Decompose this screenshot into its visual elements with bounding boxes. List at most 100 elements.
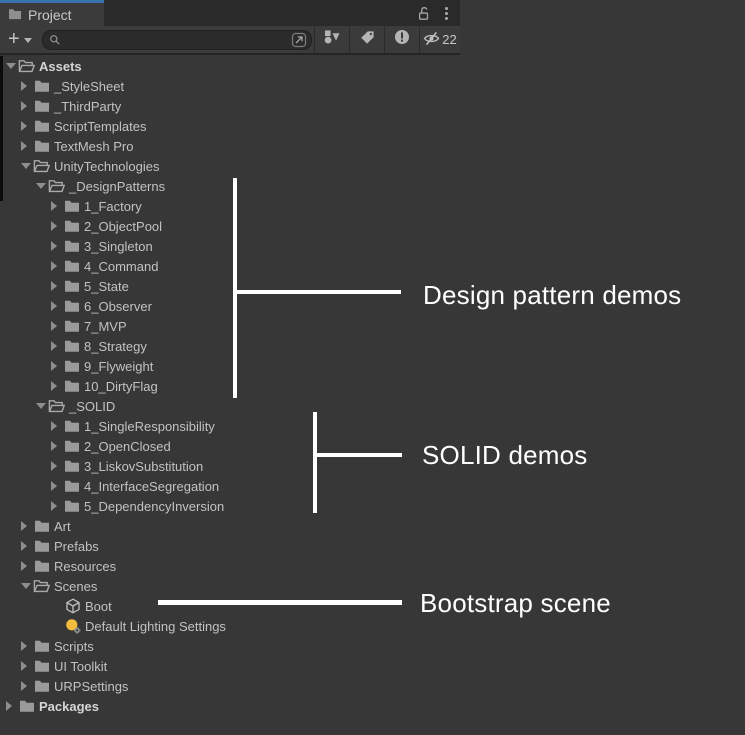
panel-left-edge	[0, 56, 3, 201]
tree-item-label: URPSettings	[54, 678, 129, 694]
tree-item-8-strategy[interactable]: 8_Strategy	[0, 336, 460, 356]
tree-item--thirdparty[interactable]: _ThirdParty	[0, 96, 460, 116]
tree-item-4-command[interactable]: 4_Command	[0, 256, 460, 276]
expand-arrow-icon[interactable]	[51, 321, 63, 331]
tree-item-3-singleton[interactable]: 3_Singleton	[0, 236, 460, 256]
expand-arrow-icon[interactable]	[21, 141, 33, 151]
expand-arrow-icon[interactable]	[21, 541, 33, 551]
tree-item--solid[interactable]: _SOLID	[0, 396, 460, 416]
tree-item-label: _StyleSheet	[54, 78, 125, 94]
expand-arrow-icon[interactable]	[21, 681, 33, 691]
unlock-icon[interactable]	[417, 6, 431, 21]
collapse-arrow-icon[interactable]	[21, 163, 33, 169]
tree-item-ui-toolkit[interactable]: UI Toolkit	[0, 656, 460, 676]
tree-item-1-singleresponsibility[interactable]: 1_SingleResponsibility	[0, 416, 460, 436]
tree-item-label: 6_Observer	[84, 298, 152, 314]
expand-arrow-icon[interactable]	[21, 121, 33, 131]
expand-arrow-icon[interactable]	[51, 361, 63, 371]
search-field[interactable]	[41, 29, 312, 50]
tree-item-label: UnityTechnologies	[54, 158, 160, 174]
tree-item-2-objectpool[interactable]: 2_ObjectPool	[0, 216, 460, 236]
tree-item-6-observer[interactable]: 6_Observer	[0, 296, 460, 316]
expand-arrow-icon[interactable]	[51, 441, 63, 451]
expand-arrow-icon[interactable]	[51, 221, 63, 231]
tree-item-boot[interactable]: Boot	[0, 596, 460, 616]
expand-arrow-icon[interactable]	[51, 461, 63, 471]
tree-item-1-factory[interactable]: 1_Factory	[0, 196, 460, 216]
tree-item-scripts[interactable]: Scripts	[0, 636, 460, 656]
expand-arrow-icon[interactable]	[51, 341, 63, 351]
tree-item-prefabs[interactable]: Prefabs	[0, 536, 460, 556]
kebab-menu-icon[interactable]	[441, 5, 452, 22]
collapse-arrow-icon[interactable]	[36, 183, 48, 189]
expand-arrow-icon[interactable]	[21, 521, 33, 531]
folder-icon	[63, 418, 80, 434]
tree-item-scripttemplates[interactable]: ScriptTemplates	[0, 116, 460, 136]
tree-item-label: Assets	[39, 58, 82, 74]
expand-arrow-icon[interactable]	[21, 81, 33, 91]
tree-item-5-state[interactable]: 5_State	[0, 276, 460, 296]
tree-item-2-openclosed[interactable]: 2_OpenClosed	[0, 436, 460, 456]
tree-item-label: 1_SingleResponsibility	[84, 418, 215, 434]
expand-arrow-icon[interactable]	[21, 641, 33, 651]
hidden-packages-toggle[interactable]: 22	[419, 26, 460, 53]
tree-item-9-flyweight[interactable]: 9_Flyweight	[0, 356, 460, 376]
search-by-import-log-button[interactable]	[384, 26, 419, 53]
tree-item-label: Scenes	[54, 578, 98, 594]
tree-item-label: 10_DirtyFlag	[84, 378, 158, 394]
open-search-icon[interactable]	[291, 32, 307, 48]
tree-item-3-liskovsubstitution[interactable]: 3_LiskovSubstitution	[0, 456, 460, 476]
tree-item-scenes[interactable]: Scenes	[0, 576, 460, 596]
expand-arrow-icon[interactable]	[21, 561, 33, 571]
tree-item-label: Default Lighting Settings	[85, 618, 226, 634]
collapse-arrow-icon[interactable]	[6, 63, 18, 69]
project-window: Project +	[0, 0, 460, 716]
expand-arrow-icon[interactable]	[51, 201, 63, 211]
tree-item-default-lighting-settings[interactable]: Default Lighting Settings	[0, 616, 460, 636]
collapse-arrow-icon[interactable]	[36, 403, 48, 409]
tree-item-assets[interactable]: Assets	[0, 56, 460, 76]
search-input[interactable]	[64, 31, 291, 48]
create-button[interactable]: +	[0, 26, 40, 53]
expand-arrow-icon[interactable]	[21, 661, 33, 671]
tree-item-5-dependencyinversion[interactable]: 5_DependencyInversion	[0, 496, 460, 516]
folder-open-icon	[33, 578, 50, 594]
expand-arrow-icon[interactable]	[51, 301, 63, 311]
expand-arrow-icon[interactable]	[51, 281, 63, 291]
tab-title: Project	[28, 6, 72, 23]
tree-item-label: Scripts	[54, 638, 94, 654]
tree-item-art[interactable]: Art	[0, 516, 460, 536]
tree-item-7-mvp[interactable]: 7_MVP	[0, 316, 460, 336]
search-by-label-button[interactable]	[349, 26, 384, 53]
tree-item-label: 5_DependencyInversion	[84, 498, 225, 514]
folder-icon	[33, 518, 50, 534]
expand-arrow-icon[interactable]	[51, 261, 63, 271]
unity-scene-icon	[64, 598, 81, 614]
expand-arrow-icon[interactable]	[51, 381, 63, 391]
project-toolbar: +	[0, 26, 460, 55]
folder-icon	[8, 7, 22, 23]
expand-arrow-icon[interactable]	[51, 481, 63, 491]
folder-icon	[18, 698, 35, 714]
expand-arrow-icon[interactable]	[21, 101, 33, 111]
annotation-vline-design-patterns	[233, 178, 237, 398]
tree-item-resources[interactable]: Resources	[0, 556, 460, 576]
tree-item--stylesheet[interactable]: _StyleSheet	[0, 76, 460, 96]
tree-item-unitytechnologies[interactable]: UnityTechnologies	[0, 156, 460, 176]
tree-item-4-interfacesegregation[interactable]: 4_InterfaceSegregation	[0, 476, 460, 496]
folder-icon	[63, 498, 80, 514]
tree-item-textmesh-pro[interactable]: TextMesh Pro	[0, 136, 460, 156]
tab-project[interactable]: Project	[0, 0, 104, 26]
tree-item-10-dirtyflag[interactable]: 10_DirtyFlag	[0, 376, 460, 396]
expand-arrow-icon[interactable]	[6, 701, 18, 711]
expand-arrow-icon[interactable]	[51, 501, 63, 511]
search-by-type-button[interactable]	[314, 26, 349, 53]
tree-item-label: 8_Strategy	[84, 338, 147, 354]
expand-arrow-icon[interactable]	[51, 241, 63, 251]
expand-arrow-icon[interactable]	[51, 421, 63, 431]
tab-strip: Project	[0, 0, 460, 26]
tree-item-packages[interactable]: Packages	[0, 696, 460, 716]
collapse-arrow-icon[interactable]	[21, 583, 33, 589]
tree-item-urpsettings[interactable]: URPSettings	[0, 676, 460, 696]
tree-item--designpatterns[interactable]: _DesignPatterns	[0, 176, 460, 196]
